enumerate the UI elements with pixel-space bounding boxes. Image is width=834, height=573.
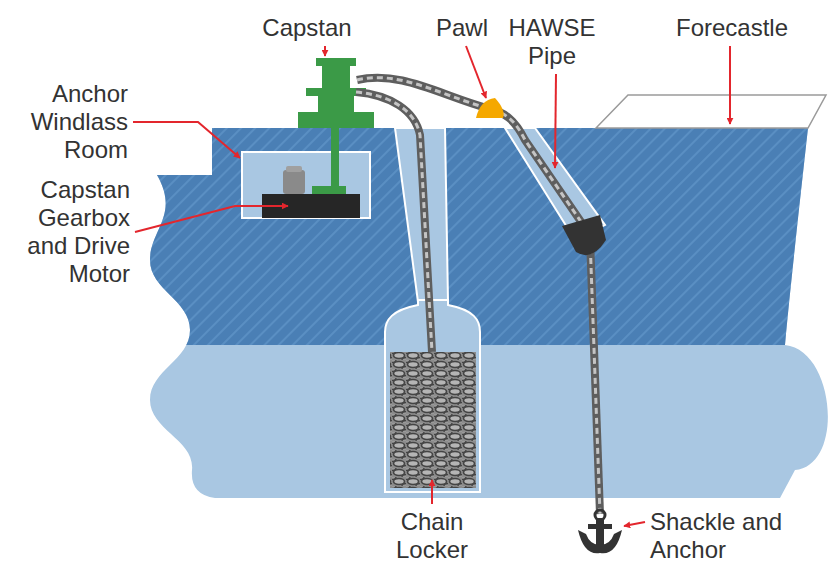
windlass-room bbox=[242, 152, 370, 218]
drive-motor-top bbox=[286, 166, 302, 172]
leader-line bbox=[466, 46, 486, 98]
leader-line bbox=[133, 122, 240, 158]
drive-motor bbox=[283, 170, 305, 194]
hawse-anchor bbox=[562, 215, 606, 255]
part-label: Capstan Gearbox and Drive Motor bbox=[5, 176, 130, 288]
hull bbox=[140, 120, 834, 510]
chain bbox=[356, 78, 600, 514]
leader-line bbox=[729, 46, 731, 124]
chain-pile bbox=[390, 352, 476, 488]
part-label: Pawl bbox=[436, 14, 516, 42]
leader-line bbox=[624, 522, 645, 526]
pawl bbox=[476, 98, 504, 118]
leader-line bbox=[555, 74, 556, 168]
part-label: Chain Locker bbox=[382, 508, 482, 564]
anchor bbox=[578, 510, 622, 553]
leader-line bbox=[135, 206, 288, 232]
part-label: Forecastle bbox=[676, 14, 806, 42]
leader-line bbox=[431, 480, 433, 504]
part-label: HAWSE Pipe bbox=[497, 14, 607, 70]
part-label: Anchor Windlass Room bbox=[3, 80, 128, 164]
part-label: Shackle and Anchor bbox=[650, 508, 800, 564]
part-label: Capstan bbox=[252, 14, 362, 42]
forecastle-deck bbox=[596, 95, 826, 128]
leader-line bbox=[324, 46, 326, 56]
